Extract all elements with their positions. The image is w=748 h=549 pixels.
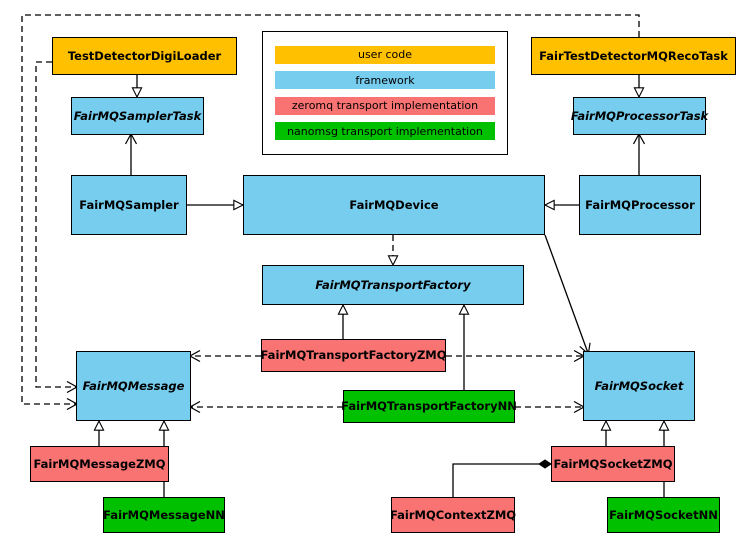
class-box-fairmqtransportfactory[interactable]: FairMQTransportFactory [262, 265, 524, 305]
legend-item-nanomsg: nanomsg transport implementation [275, 122, 495, 141]
class-box-fairmqsocketnn[interactable]: FairMQSocketNN [607, 497, 720, 533]
class-box-fairmqdevice[interactable]: FairMQDevice [243, 175, 545, 235]
class-label: FairMQSamplerTask [73, 108, 202, 123]
class-box-fairmqsampler[interactable]: FairMQSampler [71, 175, 187, 235]
legend-label: zeromq transport implementation [291, 99, 479, 113]
class-box-fairmqprocessortask[interactable]: FairMQProcessorTask [570, 97, 709, 135]
class-label: FairMQSocket [594, 378, 684, 393]
class-box-fairmqmessage[interactable]: FairMQMessage [76, 351, 191, 421]
class-label: FairMQContextZMQ [389, 507, 517, 522]
class-box-fairmqtransportfactoryzmq[interactable]: FairMQTransportFactoryZMQ [260, 339, 447, 372]
class-box-testdetectordigiloader[interactable]: TestDetectorDigiLoader [52, 37, 237, 75]
class-label: FairMQMessageNN [103, 507, 225, 522]
legend-label: user code [357, 48, 413, 62]
class-label: FairMQSocketZMQ [553, 456, 673, 471]
class-label: FairMQMessageZMQ [33, 456, 166, 471]
class-label: FairTestDetectorMQRecoTask [539, 48, 728, 63]
legend-label: framework [355, 73, 415, 87]
class-box-fairmqmessagenn[interactable]: FairMQMessageNN [103, 497, 225, 533]
class-label: FairMQProcessor [585, 197, 695, 212]
class-box-fairmqmessagezmq[interactable]: FairMQMessageZMQ [30, 446, 169, 482]
class-box-fairmqcontextzmq[interactable]: FairMQContextZMQ [389, 497, 517, 533]
class-box-fairmqtransportfactorynn[interactable]: FairMQTransportFactoryNN [341, 390, 517, 423]
class-box-fairtestdetectormqrecotask[interactable]: FairTestDetectorMQRecoTask [531, 37, 736, 75]
legend: user code framework zeromq transport imp… [262, 31, 508, 155]
class-label: FairMQSocketNN [609, 507, 718, 522]
class-label: TestDetectorDigiLoader [67, 48, 222, 63]
class-box-fairmqprocessor[interactable]: FairMQProcessor [579, 175, 701, 235]
class-label: FairMQProcessorTask [570, 108, 709, 123]
edge-contextzmq-socketzmq [452, 459, 552, 497]
class-box-fairmqsocket[interactable]: FairMQSocket [583, 351, 695, 421]
legend-item-user-code: user code [275, 45, 495, 64]
legend-item-zeromq: zeromq transport implementation [275, 96, 495, 115]
legend-label: nanomsg transport implementation [287, 124, 483, 138]
class-box-fairmqsocketzmq[interactable]: FairMQSocketZMQ [551, 446, 675, 482]
class-label: FairMQTransportFactoryNN [341, 399, 517, 414]
class-label: FairMQDevice [349, 197, 439, 212]
class-label: FairMQTransportFactory [315, 277, 471, 292]
class-label: FairMQTransportFactoryZMQ [260, 348, 447, 363]
class-label: FairMQMessage [82, 378, 185, 393]
edge-device-socket [544, 234, 588, 353]
class-label: FairMQSampler [79, 197, 179, 212]
edge-digiloader-message [35, 61, 76, 387]
legend-item-framework: framework [275, 71, 495, 90]
class-box-fairmqsamplertask[interactable]: FairMQSamplerTask [71, 97, 204, 135]
